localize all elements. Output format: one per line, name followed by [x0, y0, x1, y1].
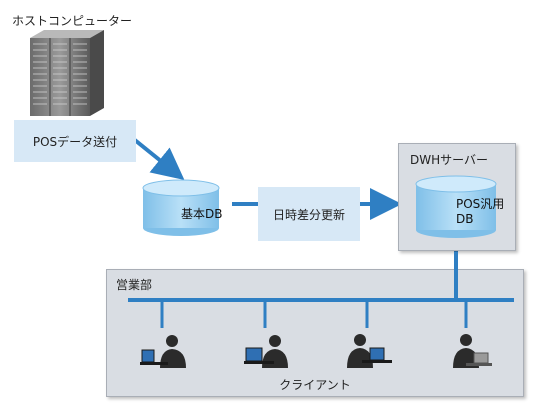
- client-user-icon-2: [244, 335, 288, 368]
- client-user-icon-3: [347, 334, 392, 368]
- host-computer-label: ホストコンピューター: [12, 14, 133, 28]
- client-user-icon-1: [140, 335, 186, 368]
- basic-db-cylinder: [142, 179, 220, 236]
- sales-department-title: 営業部: [116, 278, 153, 292]
- server-rack-icon: [30, 30, 104, 116]
- daily-diff-update-label: 日時差分更新: [258, 187, 360, 241]
- pos-generic-db-cylinder: [415, 175, 497, 238]
- dwh-server-title: DWHサーバー: [410, 153, 489, 167]
- pos-data-send-label: POSデータ送付: [14, 120, 136, 162]
- basic-db-label: 基本DB: [181, 207, 222, 221]
- pos-generic-db-line2: DB: [456, 212, 473, 226]
- clients-label: クライアント: [279, 378, 351, 392]
- pos-generic-db-line1: POS汎用: [456, 197, 504, 211]
- client-user-icon-4: [453, 334, 492, 368]
